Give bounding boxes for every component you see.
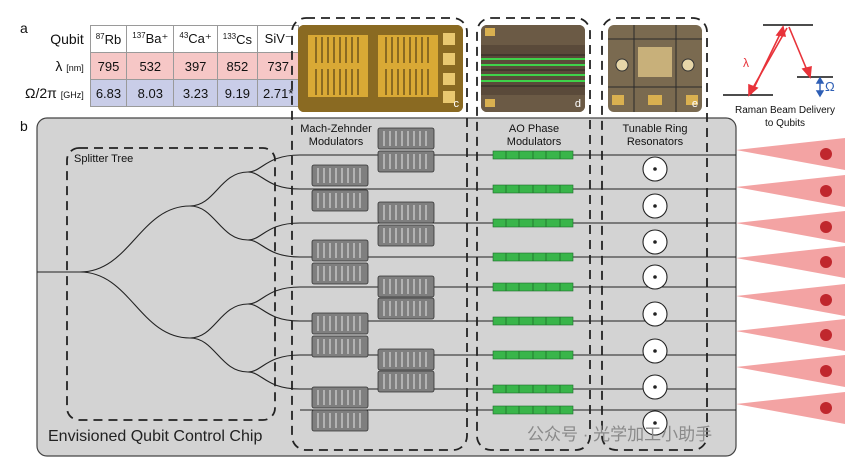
ring-centers — [653, 167, 657, 425]
omega-label: Ω — [825, 79, 835, 94]
photo-label-d: d — [574, 98, 581, 110]
raman-energy-diagram: λ Ω — [723, 24, 835, 98]
omega-arrow — [815, 76, 825, 98]
qubit-table: Qubit 87Rb 137Ba⁺ 43Ca⁺ 133Cs SiV⁻ λ [nm… — [20, 25, 300, 107]
mzm-micrograph-art — [298, 25, 463, 112]
lambda-cell: 397 — [173, 52, 218, 80]
col-header: 87Rb — [89, 25, 128, 53]
lambda-label: λ — [743, 56, 749, 70]
ao-label: AO Phase Modulators — [506, 123, 562, 148]
photo-label-e: e — [691, 98, 698, 110]
splitter-label: Splitter Tree — [74, 153, 134, 165]
mzm-micrograph: c — [298, 25, 463, 112]
ao-micrograph-art — [481, 25, 585, 112]
ring-micrograph-art — [608, 25, 702, 112]
omega-cell: 3.23 — [173, 79, 218, 107]
chip-title: Envisioned Qubit Control Chip — [48, 428, 263, 445]
ao-micrograph: d — [481, 25, 585, 112]
col-header: 43Ca⁺ — [173, 25, 218, 53]
lambda-cell: 795 — [89, 52, 128, 80]
raman-beams — [736, 138, 845, 424]
photo-label-c: c — [453, 98, 460, 110]
ring-label: Tunable Ring Resonators — [622, 123, 688, 148]
mzm-array — [311, 127, 435, 432]
dashed-groups — [66, 17, 708, 451]
watermark: 公众号 · 光学加工小助手 — [527, 425, 713, 444]
lambda-cell: 852 — [216, 52, 259, 80]
raman-arrows — [748, 25, 812, 97]
row-label-qubit: Qubit — [50, 31, 84, 47]
omega-cell: 6.83 — [89, 79, 128, 107]
lambda-cell: 532 — [126, 52, 175, 80]
row-label-lambda: λ [nm] — [55, 58, 84, 74]
ao-segments — [505, 151, 561, 414]
omega-cell: 9.19 — [216, 79, 259, 107]
omega-cell: 8.03 — [126, 79, 175, 107]
mzm-label: Mach-Zehnder Modulators — [300, 123, 372, 148]
col-header: 137Ba⁺ — [126, 25, 175, 53]
splitter-box — [66, 147, 276, 421]
ring-micrograph: e — [608, 25, 702, 112]
mzm-box — [291, 17, 468, 451]
col-header: 133Cs — [216, 25, 259, 53]
raman-caption: Raman Beam Delivery to Qubits — [734, 105, 836, 129]
ao-box — [476, 17, 591, 451]
row-label-omega: Ω/2π [GHz] — [25, 85, 84, 101]
splitter-tree — [37, 154, 301, 390]
qubit-dots — [820, 148, 832, 414]
panel-a-letter: a — [20, 20, 28, 36]
ring-box — [601, 17, 708, 451]
panel-b-letter: b — [20, 118, 28, 134]
